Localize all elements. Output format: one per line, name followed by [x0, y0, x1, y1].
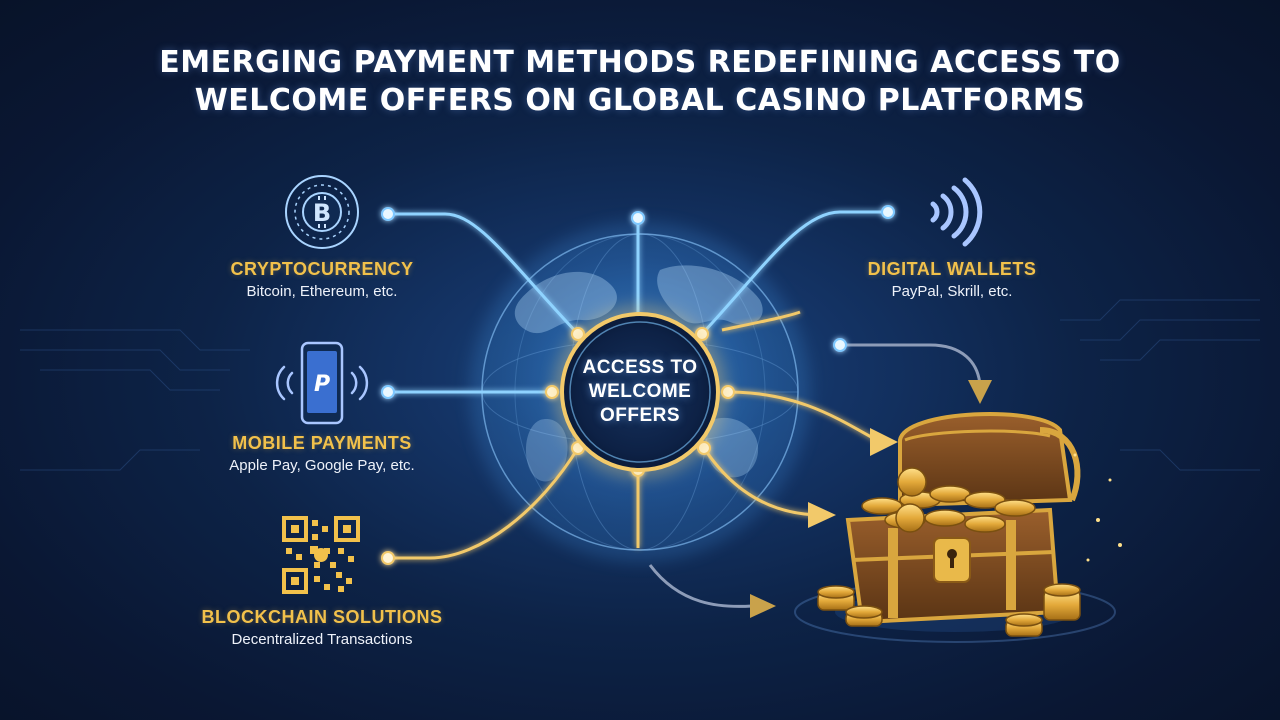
- bitcoin-icon: B: [285, 175, 359, 249]
- method-name: DIGITAL WALLETS: [867, 259, 1037, 279]
- method-desc: Bitcoin, Ethereum, etc.: [246, 283, 398, 300]
- hub-ring: [554, 306, 726, 478]
- circuit-traces: [20, 299, 1260, 471]
- arrowheads: [750, 380, 992, 618]
- hub-label-line-3: OFFERS: [599, 405, 681, 426]
- arrows-to-chest: [648, 343, 982, 608]
- qr-code-icon: [282, 516, 360, 594]
- method-name: CRYPTOCURRENCY: [230, 259, 414, 279]
- hub-label-line-2: WELCOME: [588, 381, 692, 402]
- method-digital-wallets: DIGITAL WALLETS PayPal, Skrill, etc.: [852, 258, 1052, 302]
- smartphone-paypal-icon: P: [275, 341, 369, 425]
- page-title-line-1: EMERGING PAYMENT METHODS REDEFINING ACCE…: [159, 45, 1121, 80]
- svg-text:B: B: [313, 199, 331, 227]
- method-desc: Apple Pay, Google Pay, etc.: [229, 457, 415, 474]
- hub-label-line-1: ACCESS TO: [582, 357, 698, 378]
- method-desc: Decentralized Transactions: [231, 631, 413, 648]
- contactless-icon: [930, 177, 983, 247]
- method-desc: PayPal, Skrill, etc.: [891, 283, 1013, 300]
- method-cryptocurrency: CRYPTOCURRENCY Bitcoin, Ethereum, etc.: [222, 258, 422, 302]
- connectors-gold: [388, 310, 881, 560]
- method-blockchain-solutions: BLOCKCHAIN SOLUTIONS Decentralized Trans…: [196, 606, 448, 650]
- svg-text:P: P: [314, 372, 330, 397]
- method-name: BLOCKCHAIN SOLUTIONS: [201, 607, 443, 627]
- method-name: MOBILE PAYMENTS: [232, 433, 412, 453]
- connectors-blue: [388, 210, 888, 394]
- page-title-line-2: WELCOME OFFERS ON GLOBAL CASINO PLATFORM…: [194, 83, 1086, 118]
- treasure-chest-icon: [794, 412, 1122, 643]
- method-mobile-payments: MOBILE PAYMENTS Apple Pay, Google Pay, e…: [200, 432, 444, 476]
- hub-label: ACCESS TO WELCOME OFFERS: [558, 356, 722, 428]
